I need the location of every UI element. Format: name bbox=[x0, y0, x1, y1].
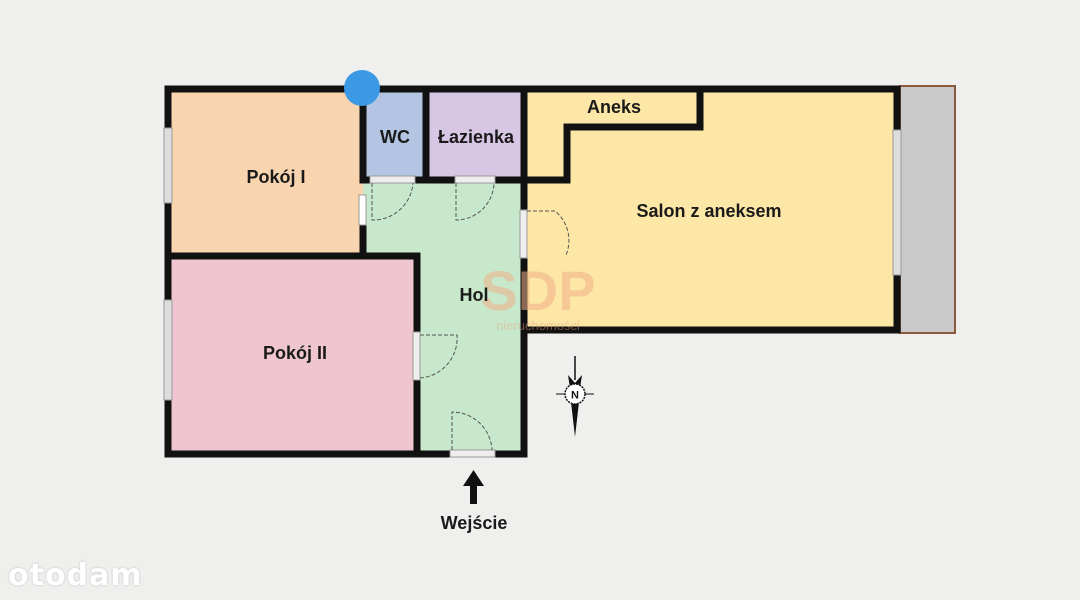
location-marker[interactable] bbox=[344, 70, 380, 106]
label-entrance: Wejście bbox=[441, 513, 508, 533]
label-lazienka: Łazienka bbox=[438, 127, 515, 147]
compass-icon: N bbox=[556, 356, 594, 437]
label-pokoj-2: Pokój II bbox=[263, 343, 327, 363]
room-lazienka bbox=[426, 90, 524, 180]
label-hol: Hol bbox=[460, 285, 489, 305]
room-pokoj-2 bbox=[169, 256, 417, 454]
compass-label: N bbox=[571, 390, 579, 402]
label-salon: Salon z aneksem bbox=[636, 201, 781, 221]
label-wc: WC bbox=[380, 127, 410, 147]
label-pokoj-1: Pokój I bbox=[246, 167, 305, 187]
otodam-logo: otodam bbox=[8, 558, 143, 593]
room-wc bbox=[363, 90, 426, 180]
balcony bbox=[899, 85, 956, 334]
label-aneks: Aneks bbox=[587, 97, 641, 117]
room-pokoj-1 bbox=[169, 90, 363, 256]
doors bbox=[358, 175, 570, 458]
watermark-sub: nieruchomości bbox=[496, 318, 580, 333]
windows bbox=[163, 127, 902, 401]
entrance-arrow-icon bbox=[463, 470, 484, 504]
watermark-brand: SDP bbox=[480, 259, 595, 322]
